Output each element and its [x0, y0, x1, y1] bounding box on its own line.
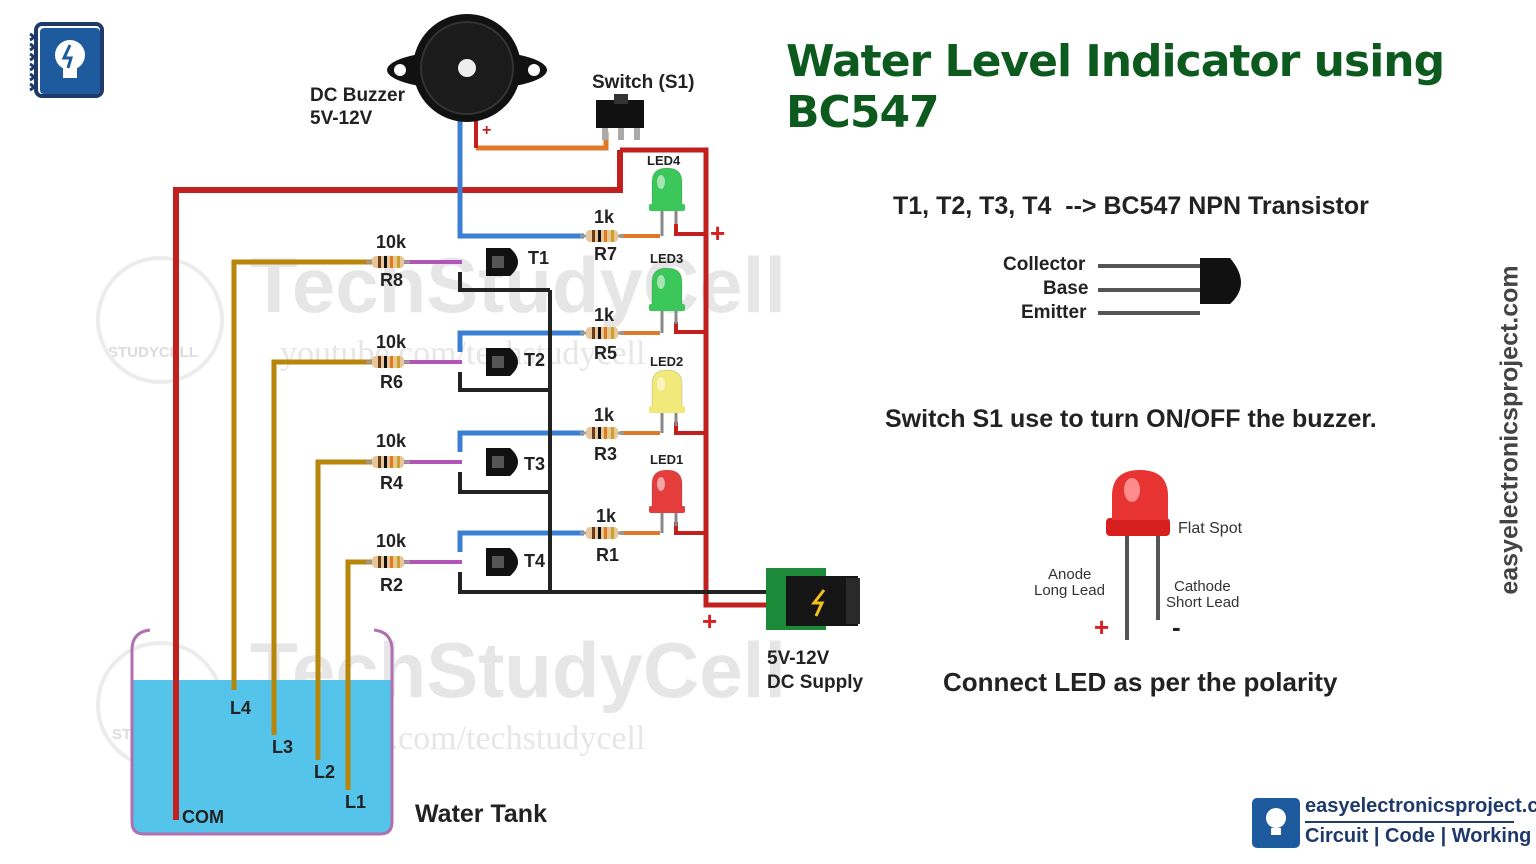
probe-l2: L2 — [314, 762, 336, 782]
r7-name: R7 — [594, 244, 618, 264]
probe-l3: L3 — [272, 737, 294, 757]
r6-name: R6 — [380, 372, 404, 392]
cathode-label-2: Short Lead — [1166, 594, 1240, 611]
probe-com: COM — [182, 807, 224, 827]
led2-label: LED2 — [650, 354, 684, 369]
brand-tagline: Circuit | Code | Working — [1305, 825, 1532, 847]
transistor-label-t1: T1 — [528, 248, 550, 268]
switch-icon — [596, 94, 644, 140]
watermark-2: youtube.com/techstudycell — [280, 335, 646, 372]
r5-name: R5 — [594, 343, 618, 363]
probe-l4: L4 — [230, 698, 252, 718]
cathode-minus: - — [1172, 612, 1181, 642]
r2-name: R2 — [380, 575, 404, 595]
transistor-t1-icon — [486, 248, 518, 276]
side-url: easyelectronicsproject.com — [1495, 265, 1524, 595]
led-pinout-icon — [1106, 470, 1170, 640]
cathode-label-1: Cathode — [1174, 578, 1231, 595]
transistor-t2-icon — [486, 348, 518, 376]
r4-value: 10k — [376, 431, 407, 451]
resistor-r2-icon — [366, 556, 410, 568]
led1-label: LED1 — [650, 452, 684, 467]
r4-name: R4 — [380, 473, 404, 493]
transistor-t3-icon — [486, 448, 518, 476]
r7-value: 1k — [594, 207, 615, 227]
supply-label-2: DC Supply — [767, 672, 864, 693]
bc547-pinout-icon — [1098, 258, 1241, 315]
buzzer-label-1: DC Buzzer — [310, 85, 406, 106]
tank-outline — [130, 628, 394, 836]
anode-plus: + — [1094, 612, 1110, 642]
brand-logo-icon — [1252, 798, 1514, 848]
switch-note: Switch S1 use to turn ON/OFF the buzzer. — [885, 405, 1377, 433]
r3-value: 1k — [594, 405, 615, 425]
r8-value: 10k — [376, 232, 407, 252]
buzzer-label-2: 5V-12V — [310, 108, 373, 129]
resistor-r8-icon — [366, 256, 410, 268]
pin-collector: Collector — [1003, 254, 1086, 275]
led-polarity-note: Connect LED as per the polarity — [943, 667, 1338, 697]
resistor-r7-icon — [580, 230, 624, 242]
transistor-label-t3: T3 — [524, 454, 546, 474]
led3-label: LED3 — [650, 251, 684, 266]
supply-label-1: 5V-12V — [767, 648, 830, 669]
transistor-label-t2: T2 — [524, 350, 546, 370]
probe-l1: L1 — [345, 792, 367, 812]
page-title: Water Level Indicator using BC547 — [786, 36, 1445, 138]
logo-icon — [29, 22, 104, 98]
resistor-r6-icon — [366, 356, 410, 368]
transistor-label-t4: T4 — [524, 551, 546, 571]
r8-name: R8 — [380, 270, 404, 290]
transistor-t4-icon — [486, 548, 518, 576]
tank-label: Water Tank — [415, 800, 547, 828]
r2-value: 10k — [376, 531, 407, 551]
led4-label: LED4 — [647, 153, 681, 168]
r1-value: 1k — [596, 506, 617, 526]
buzzer-plus: + — [482, 122, 492, 139]
brand-url[interactable]: easyelectronicsproject.com — [1305, 795, 1536, 817]
led-led4-icon — [649, 167, 685, 236]
led-led3-icon — [649, 267, 685, 333]
water — [132, 680, 392, 834]
rail-plus: + — [710, 218, 726, 248]
r1-name: R1 — [596, 545, 620, 565]
led-led1-icon — [649, 469, 685, 533]
flat-spot-label: Flat Spot — [1178, 520, 1243, 537]
r5-value: 1k — [594, 305, 615, 325]
watermark-1: TechStudyCell — [250, 241, 786, 329]
resistor-r1-icon — [580, 527, 624, 539]
pin-emitter: Emitter — [1021, 302, 1087, 323]
switch-label: Switch (S1) — [592, 72, 695, 93]
buzzer-icon — [387, 14, 547, 122]
transistor-heading: T1, T2, T3, T4 --> BC547 NPN Transistor — [893, 192, 1369, 220]
supply-plus: + — [702, 606, 718, 636]
resistor-r5-icon — [580, 327, 624, 339]
resistor-r4-icon — [366, 456, 410, 468]
resistor-r3-icon — [580, 427, 624, 439]
r6-value: 10k — [376, 332, 407, 352]
anode-label-1: Anode — [1048, 566, 1092, 583]
r3-name: R3 — [594, 444, 618, 464]
led-led2-icon — [649, 369, 685, 433]
anode-label-2: Long Lead — [1034, 582, 1105, 599]
pin-base: Base — [1043, 278, 1089, 299]
dc-jack-icon — [766, 568, 860, 630]
